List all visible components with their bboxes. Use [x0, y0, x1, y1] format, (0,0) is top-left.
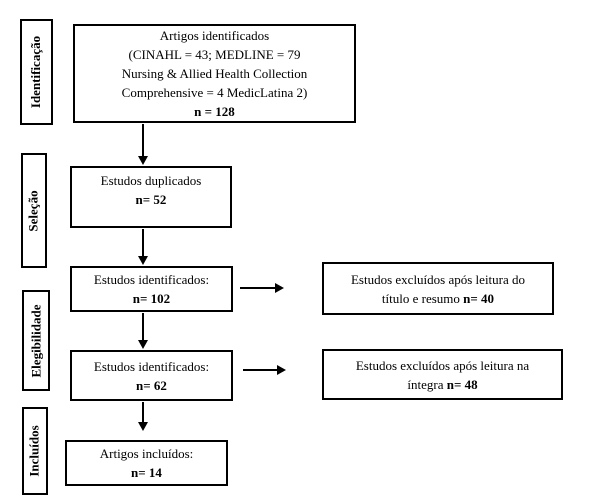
flow-box-screened: Estudos identificados: n= 102 [70, 266, 233, 312]
flow-box-line: Estudos identificados: [93, 272, 210, 287]
stage-label-identificacao: Identificação [28, 35, 44, 109]
flow-box-line: Estudos identificados: [93, 358, 210, 374]
stage-label-elegibilidade: Elegibilidade [28, 304, 43, 377]
flow-box-line: Artigos incluídos: [99, 446, 194, 461]
exclusion-box-line: Estudos excluídos após leitura na [355, 357, 530, 373]
stage-label-incluidos: Incluídos [27, 425, 42, 477]
flow-box-count: n = 128 [194, 104, 235, 119]
right-arrowhead-icon [275, 283, 284, 293]
flow-box-line: Estudos duplicados [100, 173, 202, 188]
stage-box-identificacao: Identificação [20, 19, 53, 125]
flow-box-eligible: Estudos identificados: n= 62 [70, 350, 233, 401]
flow-box-count: n= 62 [136, 377, 167, 393]
flow-box-articles-identified: Artigos identificados (CINAHL = 43; MEDL… [73, 24, 356, 123]
flow-box-line: Comprehensive = 4 MedicLatina 2) [121, 85, 308, 100]
flow-box-line: Nursing & Allied Health Collection [121, 66, 308, 81]
right-arrowhead-icon [277, 365, 286, 375]
exclusion-box-count: n= 40 [463, 290, 495, 306]
flow-box-line: (CINAHL = 43; MEDLINE = 79 [128, 47, 301, 62]
stage-label-selecao: Seleção [26, 189, 41, 232]
flow-box-count: n= 102 [132, 291, 171, 306]
exclusion-box-line: íntegra n= 48 [407, 376, 478, 392]
exclusion-box-line: Estudos excluídos após leitura do [350, 271, 526, 287]
flow-box-duplicates: Estudos duplicados n= 52 [70, 166, 232, 228]
exclusion-box-count: n= 48 [446, 376, 478, 392]
stage-box-selecao: Seleção [21, 153, 47, 268]
flow-box-count: n= 52 [135, 192, 167, 207]
down-arrowhead-icon [138, 422, 148, 431]
exclusion-box-line: título e resumo n= 40 [381, 290, 495, 306]
flow-box-included: Artigos incluídos: n= 14 [65, 440, 228, 486]
exclusion-box-full-text: Estudos excluídos após leitura na íntegr… [322, 349, 563, 400]
down-arrowhead-icon [138, 256, 148, 265]
stage-box-incluidos: Incluídos [22, 407, 48, 495]
down-arrowhead-icon [138, 156, 148, 165]
down-arrowhead-icon [138, 340, 148, 349]
exclusion-box-title-abstract: Estudos excluídos após leitura do título… [322, 262, 554, 315]
stage-box-elegibilidade: Elegibilidade [22, 290, 50, 391]
flow-box-line: Artigos identificados [159, 28, 270, 43]
flow-box-count: n= 14 [131, 465, 162, 480]
